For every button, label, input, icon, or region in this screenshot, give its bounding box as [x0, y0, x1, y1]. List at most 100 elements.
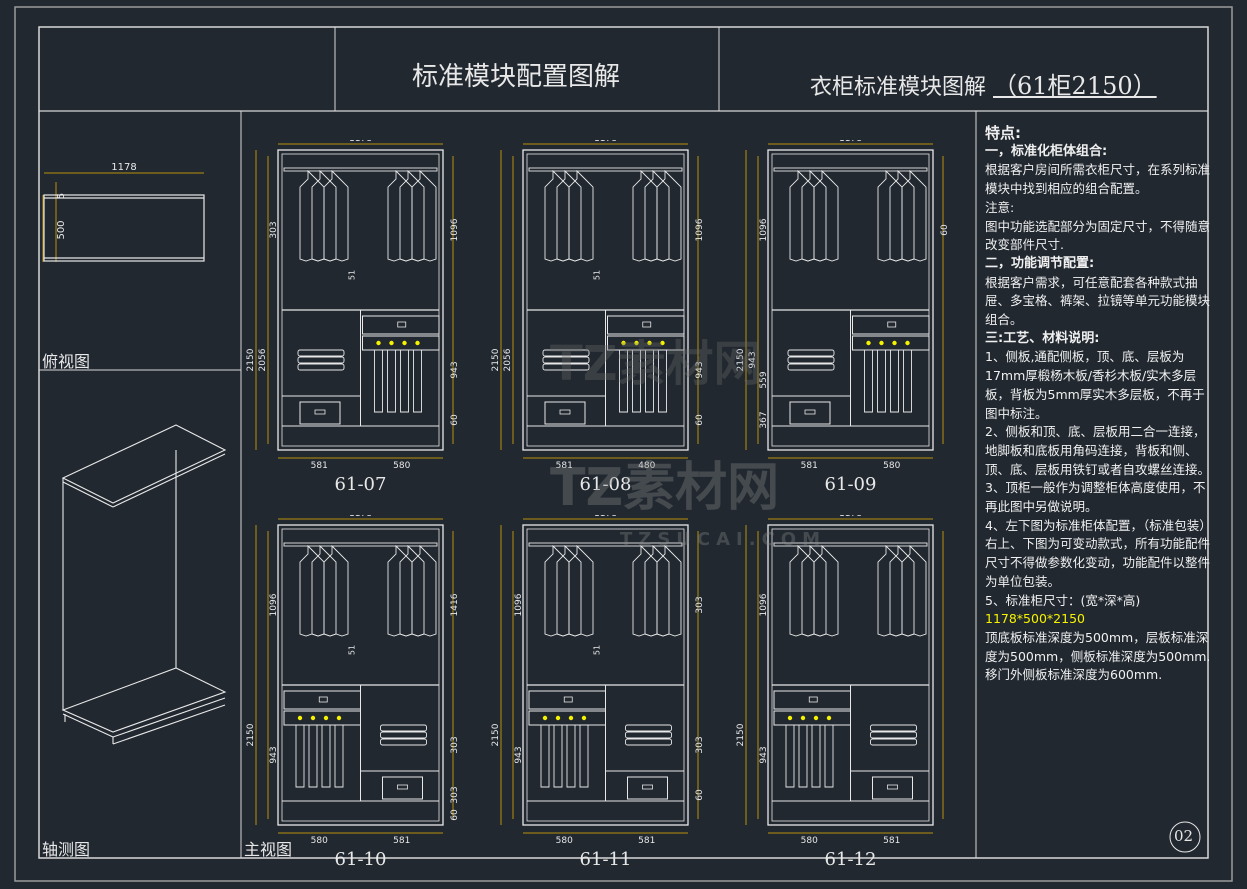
bottom-dim-right: 581: [883, 836, 900, 846]
section-1-title: 一，标准化柜体组合:: [985, 143, 1108, 159]
drawer: [283, 690, 361, 710]
rack-dot: [402, 340, 407, 346]
rack-dot: [336, 715, 342, 721]
bottom-dim-right: 581: [638, 836, 655, 846]
watermark-url: TZSUCAI.COM: [620, 529, 826, 550]
trousers: [413, 350, 422, 413]
top-view-width: 1178: [111, 162, 136, 173]
rack-dot: [555, 715, 561, 721]
rack-dot: [800, 715, 806, 721]
left-inner-dim: 943: [759, 746, 769, 763]
section-3-item-1: 1、侧板,通配侧板，顶、底、层板为17mm厚椴杨木板/香杉木板/实木多层板，背板…: [985, 349, 1205, 421]
trousers: [890, 350, 899, 413]
bottom-dim-right: 580: [883, 461, 900, 471]
height-inner-dim: 2056: [503, 348, 513, 371]
drawer: [773, 690, 851, 710]
gap-dim: 51: [348, 645, 357, 655]
rack-dot: [826, 715, 832, 721]
width-dim: 1178: [349, 140, 372, 144]
cabinet-frame: [277, 149, 444, 451]
drawer-handle: [887, 321, 897, 328]
right-dim: 303: [695, 596, 705, 613]
watermark-brand-faint: TZ素材网: [550, 336, 762, 392]
height-total-dim: 2150: [736, 348, 746, 371]
rack-dot: [310, 715, 316, 721]
storage-box: [872, 776, 913, 800]
height-total-dim: 2150: [736, 723, 746, 746]
folded-clothes: [380, 724, 427, 732]
height-inner-dim: 943: [748, 351, 758, 368]
right-dim: 1096: [450, 218, 460, 241]
rack-dot: [297, 715, 303, 721]
trousers: [374, 350, 383, 413]
section-3-item-4: 4、左下图为标准柜体配置，（标准包装）右上、下图为可变动款式，所有功能配件尺寸不…: [985, 517, 1212, 589]
right-dim: 60: [695, 414, 705, 426]
sub-title-prefix: 衣柜标准模块图解: [810, 75, 987, 100]
trousers: [632, 350, 641, 413]
hanging-rod: [283, 542, 438, 547]
rack-dot: [866, 340, 871, 346]
section-3-item-5: 5、标准柜尺寸：(宽*深*高): [985, 592, 1141, 608]
rack-dot: [415, 340, 420, 346]
folded-clothes: [787, 363, 835, 371]
rack-dot: [568, 715, 574, 721]
folded-clothes: [870, 731, 917, 739]
rack-dot: [621, 340, 626, 346]
folded-clothes: [542, 349, 590, 357]
left-inner-dim: 1096: [269, 593, 279, 616]
top-view-top: 5: [56, 193, 67, 199]
right-dim: 60: [450, 414, 460, 426]
folded-clothes: [870, 724, 917, 732]
height-total-dim: 2150: [246, 723, 256, 746]
rack-dot: [542, 715, 548, 721]
trousers: [811, 725, 821, 788]
bottom-dim-right: 580: [393, 461, 410, 471]
rack-dot: [634, 340, 639, 346]
axon-view-label: 轴测图: [42, 840, 91, 859]
section-3-item-2: 2、侧板和顶、底、层板用二合一连接，地脚板和底板用角码连接，背板和侧、顶、底、层…: [985, 424, 1211, 477]
trousers: [321, 725, 331, 788]
top-view-label: 俯视图: [42, 352, 91, 371]
section-3-title: 三:工艺、材料说明:: [985, 330, 1100, 346]
cabinet-frame: [767, 524, 934, 826]
hanging-rod: [528, 167, 683, 172]
standard-size: 1178*500*2150: [985, 611, 1085, 627]
rack-dot: [581, 715, 587, 721]
drawer: [852, 315, 930, 335]
axonometric-drawing: [61, 424, 227, 745]
left-inner-dim: 559: [759, 371, 769, 388]
drawer-handle: [642, 321, 652, 328]
bottom-dim-right: 480: [638, 461, 655, 471]
trousers: [798, 725, 808, 788]
trousers: [540, 725, 550, 788]
drawer-handle: [397, 321, 407, 328]
trousers: [553, 725, 563, 788]
rack-dot: [905, 340, 910, 346]
folded-clothes: [870, 738, 917, 746]
trousers: [864, 350, 873, 413]
folded-clothes: [625, 738, 672, 746]
height-total-dim: 2150: [491, 723, 501, 746]
right-dim: 60: [940, 224, 950, 236]
right-dim: 60: [450, 809, 460, 821]
trousers: [566, 725, 576, 788]
module-61-12: 11782150109694358058161-12: [736, 515, 944, 870]
rack-dot: [787, 715, 793, 721]
section-1-body: 根据客户房间所需衣柜尺寸，在系列标准模块中找到相应的组合配置。: [985, 162, 1211, 197]
section-3-item-3: 3、顶柜一般作为调整柜体高度使用，不再此图中另做说明。: [985, 480, 1206, 515]
folded-clothes: [297, 349, 345, 357]
bottom-dim-left: 581: [556, 461, 573, 471]
right-dim: 60: [695, 789, 705, 801]
trousers: [785, 725, 795, 788]
bottom-dim-left: 581: [801, 461, 818, 471]
folded-clothes: [297, 356, 345, 364]
rack-dot: [389, 340, 394, 346]
gap-dim: 51: [593, 645, 602, 655]
storage-box: [382, 776, 423, 800]
trousers: [824, 725, 834, 788]
section-2-body: 根据客户需求，可任意配套各种款式抽屉、多宝格、裤架、拉镜等单元功能模块组合。: [985, 274, 1211, 328]
top-view-depth: 500: [56, 220, 67, 239]
module-code: 61-10: [335, 849, 387, 870]
folded-clothes: [787, 349, 835, 357]
